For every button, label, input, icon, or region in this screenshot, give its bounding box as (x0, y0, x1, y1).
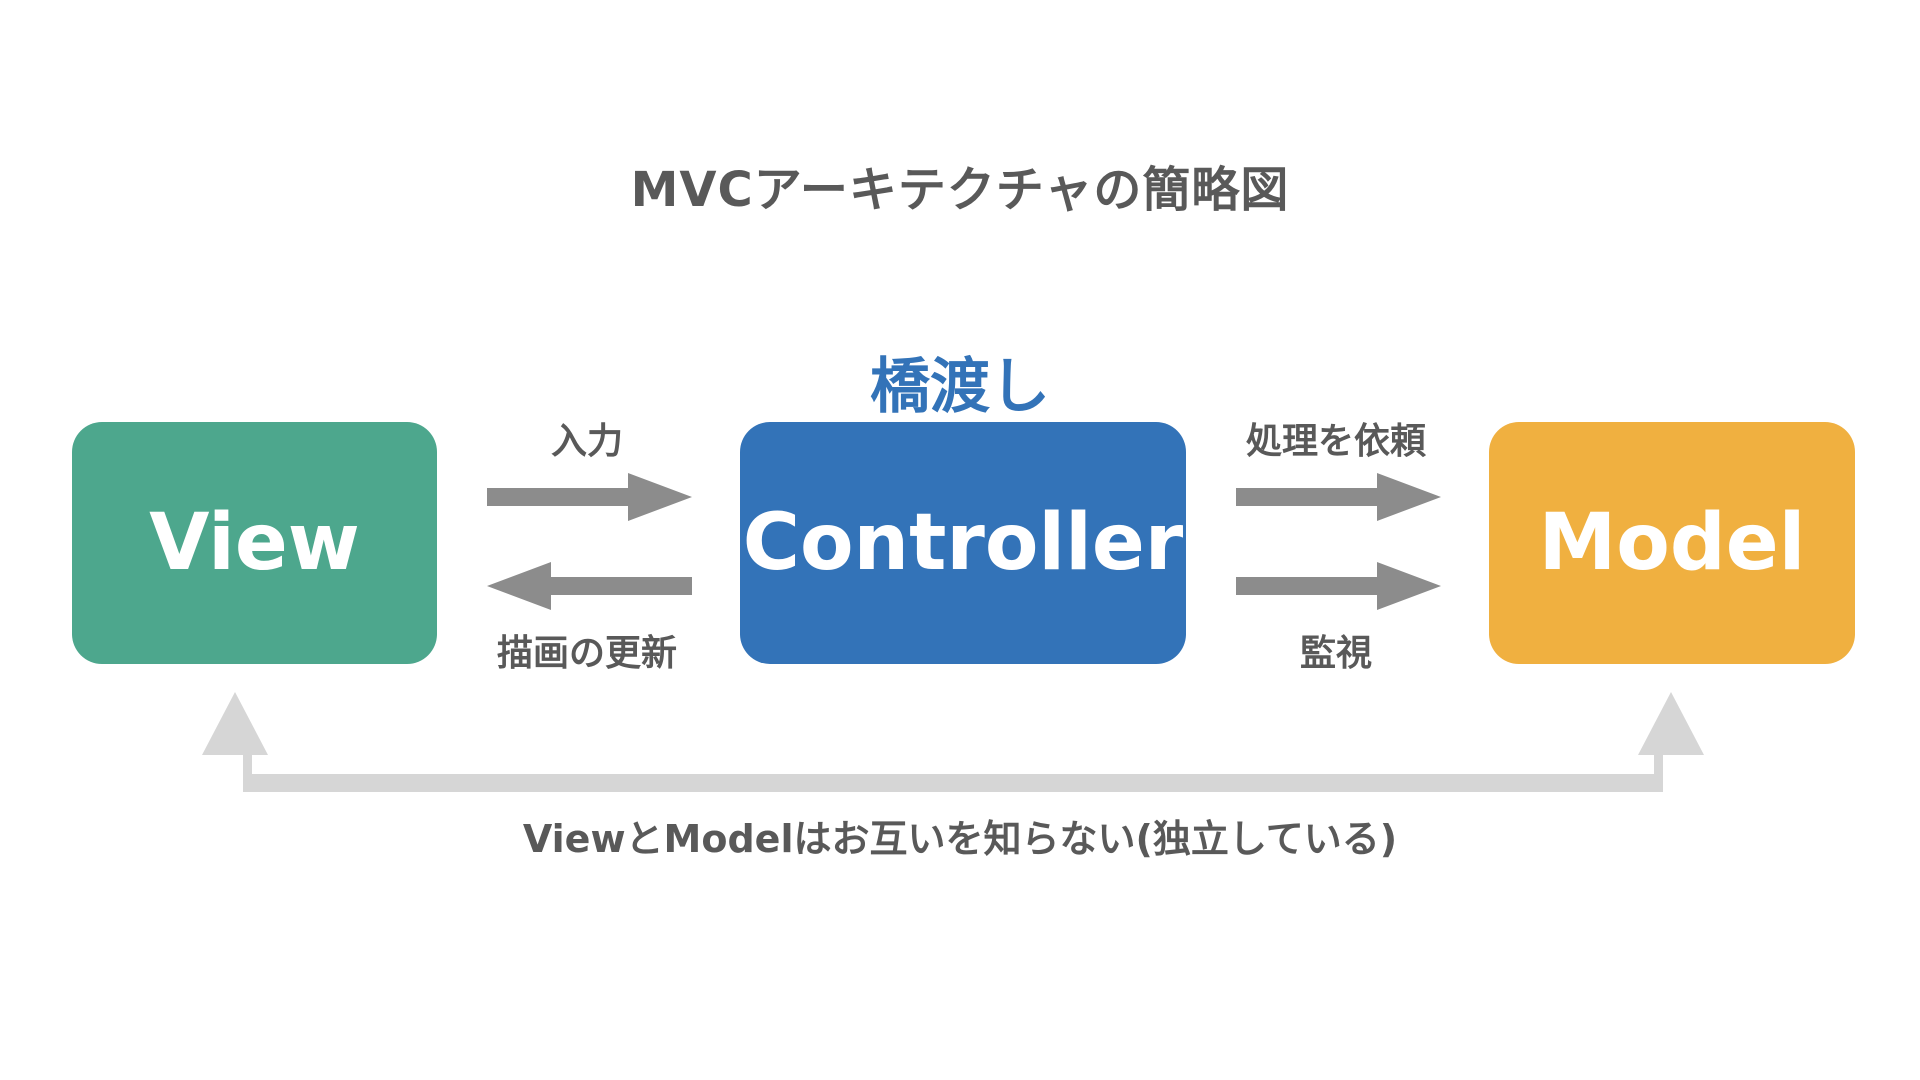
watch-label: 監視 (1299, 633, 1372, 674)
view-box: View (72, 422, 437, 664)
watch-arrow (1236, 562, 1441, 610)
draw-update-arrow (487, 562, 692, 610)
controller-box: Controller (740, 422, 1186, 664)
controller-box-label: Controller (742, 498, 1184, 588)
input-arrow (487, 473, 692, 521)
input-label: 入力 (550, 421, 623, 462)
model-box: Model (1489, 422, 1855, 664)
request-processing-arrow (1236, 473, 1441, 521)
diagram-title: MVCアーキテクチャの簡略図 (630, 162, 1290, 218)
independence-label: ViewとModelはお互いを知らない(独立している) (522, 817, 1398, 861)
request-processing-label: 処理を依頼 (1245, 421, 1426, 462)
model-box-label: Model (1538, 498, 1806, 588)
independence-arrow (202, 692, 1704, 792)
bridge-label: 橋渡し (870, 352, 1050, 422)
draw-update-label: 描画の更新 (496, 633, 677, 674)
view-box-label: View (149, 498, 360, 588)
